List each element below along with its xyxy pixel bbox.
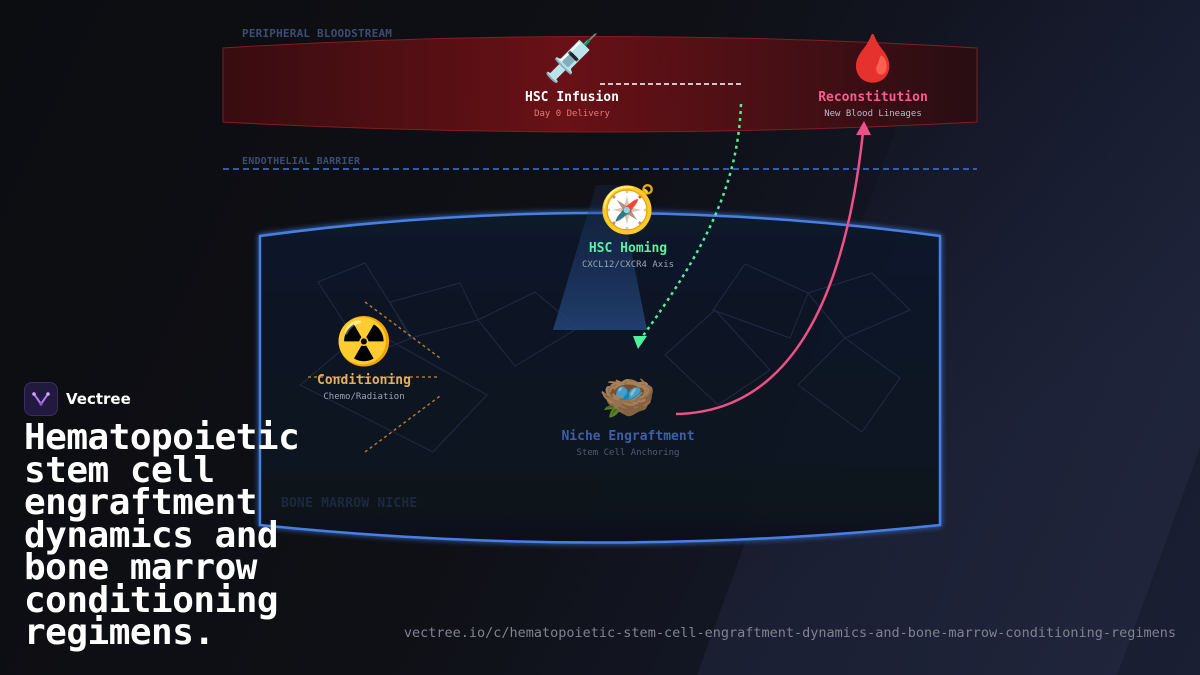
brand-name: Vectree	[66, 390, 131, 408]
node-title: HSC Infusion	[525, 90, 619, 105]
node-subtitle: New Blood Lineages	[824, 109, 922, 119]
node-title: Conditioning	[317, 373, 411, 388]
node-title: Reconstitution	[818, 90, 928, 105]
node-subtitle: Stem Cell Anchoring	[576, 448, 680, 458]
brand[interactable]: Vectree	[24, 382, 131, 416]
blood-drop-icon: 🩸	[844, 31, 902, 85]
zone-label-barrier: ENDOTHELIAL BARRIER	[242, 156, 361, 167]
homing-arrowhead	[633, 336, 647, 349]
node-subtitle: Day 0 Delivery	[534, 109, 610, 119]
node-subtitle: CXCL12/CXCR4 Axis	[581, 260, 675, 270]
trabecular-lattice	[299, 262, 911, 453]
reconstitution-path	[675, 131, 865, 416]
node-hsc-homing: 🧭 HSC Homing CXCL12/CXCR4 Axis	[568, 184, 688, 270]
node-reconstitution: 🩸 Reconstitution New Blood Lineages	[803, 33, 943, 119]
homing-path	[638, 103, 743, 341]
page-title: Hematopoietic stem cell engraftment dyna…	[24, 417, 300, 653]
node-niche-engraftment: 🪺 Niche Engraftment Stem Cell Anchoring	[553, 372, 703, 458]
node-title: Niche Engraftment	[561, 429, 695, 444]
vectree-logo-icon	[24, 382, 58, 416]
zone-label-bloodstream: PERIPHERAL BLOODSTREAM	[242, 27, 393, 40]
radiation-icon: ☢️	[335, 314, 393, 368]
page-url[interactable]: vectree.io/c/hematopoietic-stem-cell-eng…	[403, 625, 1176, 641]
node-title: HSC Homing	[588, 241, 668, 256]
node-subtitle: Chemo/Radiation	[323, 392, 405, 402]
node-conditioning: ☢️ Conditioning Chemo/Radiation	[304, 316, 424, 402]
nest-icon: 🪺	[599, 370, 657, 424]
zone-label-niche: BONE MARROW NICHE	[281, 496, 418, 511]
syringe-icon: 💉	[543, 31, 601, 85]
compass-icon: 🧭	[599, 182, 657, 236]
node-hsc-infusion: 💉 HSC Infusion Day 0 Delivery	[512, 33, 632, 119]
bone-marrow-niche	[258, 211, 942, 544]
homing-beam	[553, 185, 647, 330]
conditioning-rays	[308, 301, 441, 453]
reconstitution-arrowhead	[856, 121, 871, 135]
